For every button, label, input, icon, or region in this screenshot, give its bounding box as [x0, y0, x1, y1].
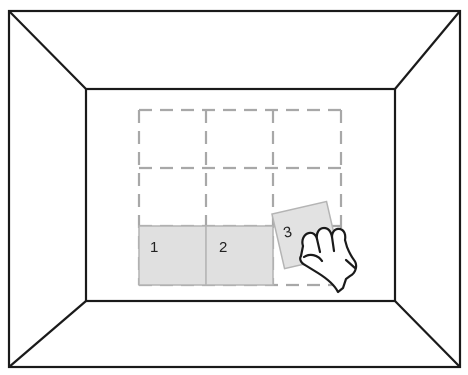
- corner-edge-top-left: [8, 10, 87, 90]
- outer-wall-frame: [7, 9, 462, 369]
- tile-2-label: 2: [219, 239, 227, 256]
- hand-finger-crease-2: [330, 235, 336, 253]
- hand-wrist-line: [344, 258, 357, 270]
- hand-palm-outline: [299, 226, 358, 294]
- tile-2-body: [205, 225, 274, 286]
- hand-grab-icon: [299, 226, 358, 294]
- hand-finger-crease-1: [315, 237, 322, 254]
- tile-1[interactable]: 1: [138, 225, 207, 286]
- corner-edge-bottom-left: [8, 300, 87, 368]
- tile-2[interactable]: 2: [205, 225, 274, 286]
- tile-3-label: 3: [282, 223, 294, 241]
- corner-edge-bottom-right: [394, 300, 461, 368]
- tile-1-label: 1: [150, 239, 158, 256]
- hand-thumb: [302, 253, 324, 263]
- corner-edge-top-right: [394, 10, 461, 90]
- room-walls: [7, 9, 462, 369]
- back-wall: [84, 87, 397, 303]
